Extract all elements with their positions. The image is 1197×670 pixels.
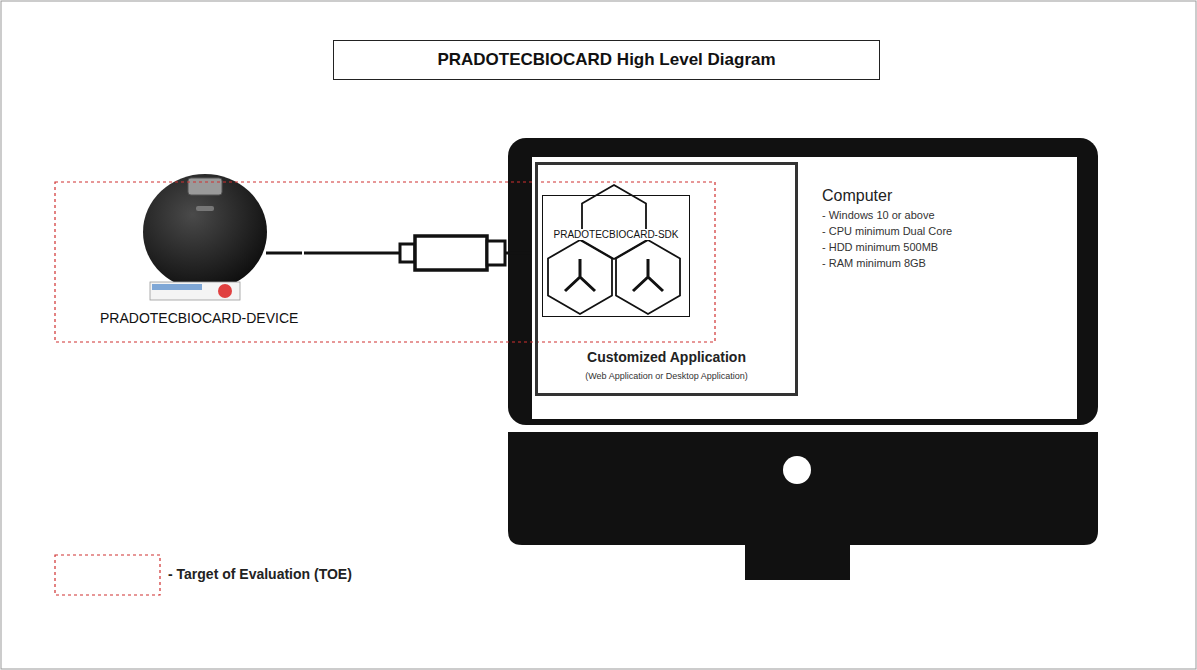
monitor-chin [508,432,1098,545]
device-node: PRADOTECBIOCARD-DEVICE [95,165,304,330]
node-text: Computer [822,187,892,205]
text-run: - Windows 10 or above [822,209,935,221]
monitor-screen [532,157,1077,419]
legend-text: - Target of Evaluation (TOE) [168,566,352,582]
computer-screen: Computer - Windows 10 or above - CPU minim… [532,158,1077,420]
node-text: (Web Application or Desktop Application) [538,371,795,381]
fingerprint-sensor [188,178,222,195]
diagram-title: PRADOTECBIOCARD High Level Diagram [333,40,880,80]
text-run: Computer [822,187,892,204]
text-run: - CPU minimum Dual Core [822,225,952,237]
card-reader-body [143,174,267,290]
node-text: - HDD minimum 500MB [822,241,938,253]
node-text: - RAM minimum 8GB [822,257,926,269]
node-text: PRADOTECBIOCARD-DEVICE [100,310,298,326]
toe-boundary [55,182,715,342]
plug-body [415,236,487,270]
plug-tip [487,241,505,265]
id-card [150,282,240,300]
node-text: Customized Application [538,349,795,365]
text-run: - RAM minimum 8GB [822,257,926,269]
legend-swatch [55,555,160,595]
text-run: PRADOTECBIOCARD-SDK [552,229,679,240]
monitor-stand [745,545,850,580]
plug-strain-relief [400,244,415,262]
card-slot [196,206,214,211]
text-run: - HDD minimum 500MB [822,241,938,253]
text-run: Customized Application [587,349,746,365]
text-run: PRADOTECBIOCARD-DEVICE [100,310,298,326]
power-button [783,456,811,484]
sdk-logo-box: PRADOTECBIOCARD-SDK [542,195,690,317]
node-text: - Windows 10 or above [822,209,935,221]
usb-cable [266,252,302,255]
node-text: - CPU minimum Dual Core [822,225,952,237]
monitor-frame [508,138,1098,425]
sdk-logo [548,185,680,314]
application-box: Customized Application (Web Application o… [535,162,798,396]
text-run: (Web Application or Desktop Application) [585,371,747,381]
node-text: PRADOTECBIOCARD-SDK [543,229,689,240]
title-text: PRADOTECBIOCARD High Level Diagram [437,50,775,70]
